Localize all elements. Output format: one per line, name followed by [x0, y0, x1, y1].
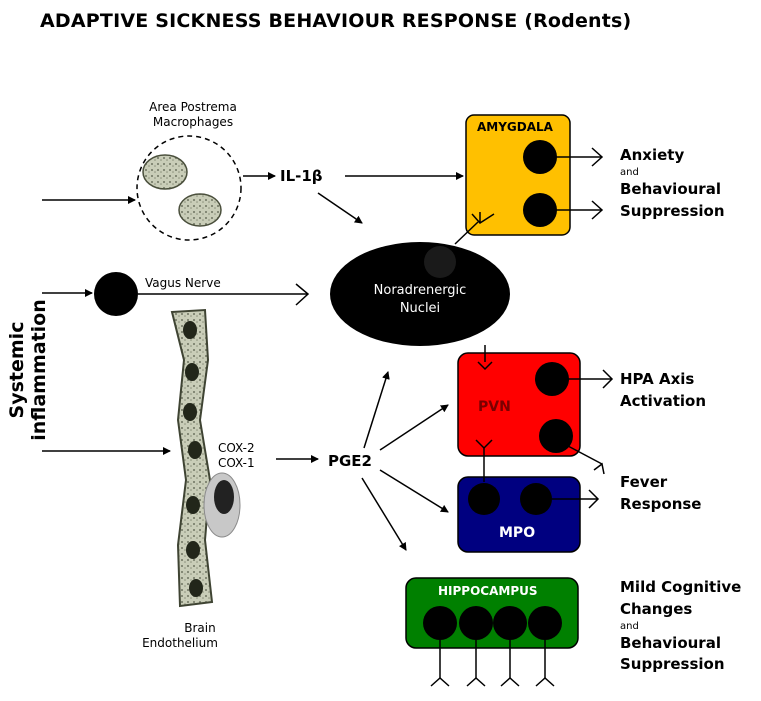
cox2-label: COX-2 [218, 441, 255, 455]
cox1-label: COX-1 [218, 456, 255, 470]
mpo-neuron-2 [520, 483, 552, 515]
hpa-line-2: Activation [620, 391, 707, 410]
mpo-pvn-terminal [475, 439, 493, 450]
pvn-axon-2 [567, 445, 603, 465]
noradrenergic-neuron [424, 246, 456, 278]
pvn-neuron-1 [535, 362, 569, 396]
hpa-line-1: HPA Axis [620, 370, 695, 388]
cox-label: COX-2 COX-1 [218, 441, 255, 471]
vagus-terminal [295, 283, 310, 306]
pvn-neuron-2 [539, 419, 573, 453]
vagus-nerve-label: Vagus Nerve [145, 276, 221, 290]
amygdala-label: AMYGDALA [477, 120, 553, 134]
noradrenergic-label: Noradrenergic Nuclei [340, 282, 500, 317]
mpo-neuron-1 [468, 483, 500, 515]
pvn-input-terminal [477, 361, 493, 371]
amygdala-terminal-2 [591, 200, 604, 220]
pge2-label: PGE2 [328, 452, 372, 470]
brain-endothelium-label: Brain Endothelium [130, 621, 230, 651]
fever-output: Fever Response [620, 472, 701, 516]
cognitive-line-3: Behavioural [620, 633, 721, 652]
pvn-terminal-2 [593, 462, 605, 475]
mpo-label: MPO [499, 525, 536, 541]
area-postrema-label: Area Postrema Macrophages [149, 100, 237, 129]
hpa-output: HPA Axis Activation [620, 369, 706, 413]
arrow-pge2-pvn [379, 404, 449, 451]
noradrenergic-line-1: Noradrenergic [373, 283, 467, 298]
arrow-il1b-noradrenergic [317, 192, 363, 224]
fever-line-2: Response [620, 494, 702, 513]
anxiety-output: Anxiety and Behavioural Suppression [620, 145, 725, 222]
arrow-pge2-noradrenergic [363, 371, 390, 449]
amygdala-input-terminal [471, 212, 495, 224]
systemic-inflammation-label: Systemic inflammation [6, 299, 50, 441]
arrow-pge2-mpo [379, 469, 449, 513]
mpo-terminal [588, 489, 600, 509]
fever-line-1: Fever [620, 473, 668, 491]
noradrenergic-nuclei [330, 242, 510, 346]
anxiety-line-2: Behavioural [620, 179, 721, 198]
page-title: ADAPTIVE SICKNESS BEHAVIOUR RESPONSE (Ro… [40, 10, 632, 32]
brain-endothelium-icon [170, 308, 241, 608]
endothelium-label: Endothelium [142, 636, 218, 650]
arrow-pge2-hippocampus [361, 477, 407, 551]
area-postrema-region [136, 135, 242, 241]
brain-label: Brain [184, 621, 216, 635]
cognitive-line-2: Changes [620, 599, 693, 618]
anxiety-line-3: Suppression [620, 201, 725, 220]
anxiety-and: and [620, 166, 639, 178]
anxiety-line-1: Anxiety [620, 146, 685, 164]
hippocampus-neurons [423, 606, 562, 687]
macrophage-icon [142, 154, 222, 227]
il1b-label: IL-1β [280, 167, 323, 185]
vagus-nerve-cell [94, 272, 138, 316]
pvn-terminal-1 [602, 369, 614, 389]
noradrenergic-line-2: Nuclei [399, 300, 441, 316]
cognitive-line-1: Mild Cognitive [620, 578, 742, 596]
cognitive-output: Mild Cognitive Changes and Behavioural S… [620, 577, 741, 676]
noradrenergic-to-amygdala [454, 221, 479, 245]
cognitive-line-4: Suppression [620, 655, 725, 674]
amygdala-terminal-1 [591, 147, 604, 167]
amygdala-neuron-1 [523, 140, 557, 174]
amygdala-neuron-2 [523, 193, 557, 227]
hippocampus-label: HIPPOCAMPUS [438, 584, 538, 598]
cognitive-and: and [620, 620, 639, 632]
pvn-label: PVN [478, 399, 511, 415]
